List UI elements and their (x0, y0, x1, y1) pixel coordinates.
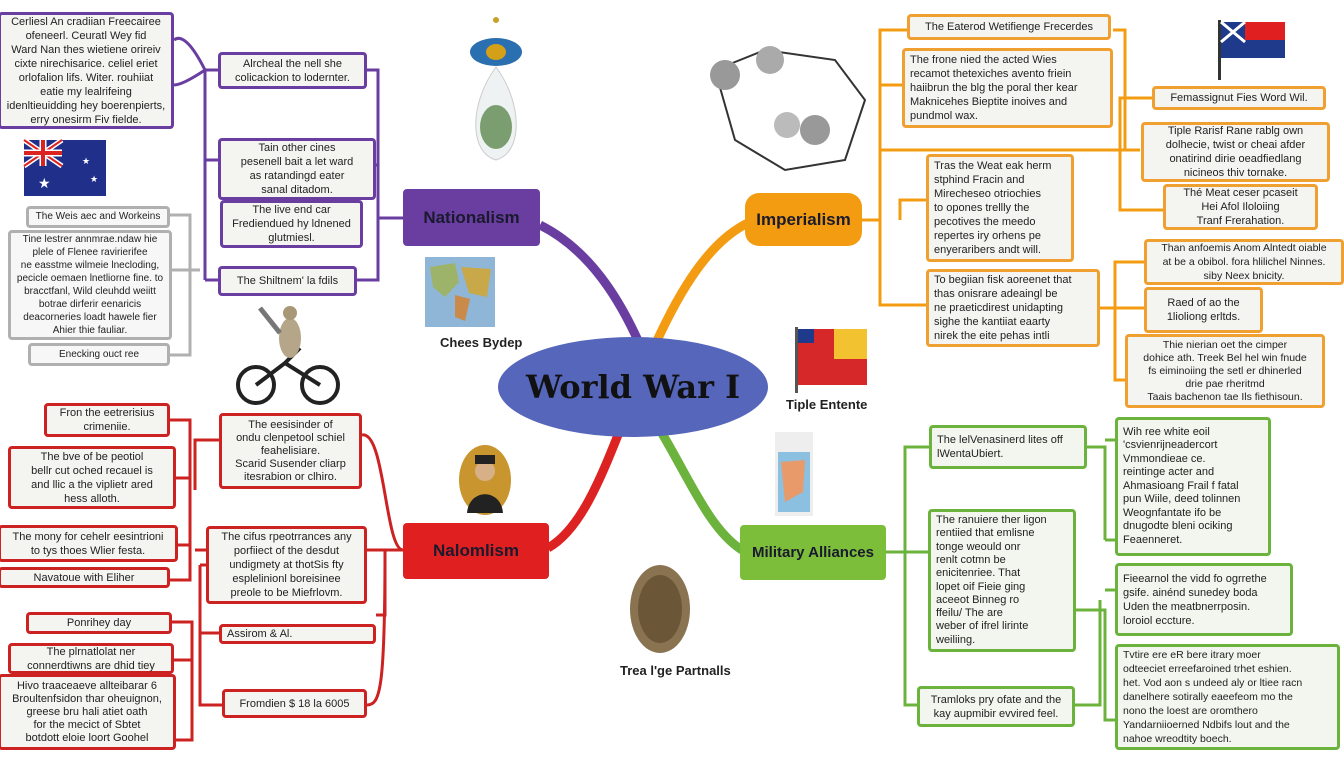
nationalism-note[interactable]: Alrcheal the nell she colicackion to lod… (218, 52, 367, 89)
branch-nalomlism[interactable]: Nalomlism (403, 523, 549, 579)
coin-image (630, 565, 690, 653)
central-topic[interactable]: World War I (498, 337, 768, 437)
svg-text:★: ★ (82, 156, 90, 166)
imperialism-note[interactable]: Raed of ao the 1lioliong erltds. (1144, 287, 1263, 333)
branch-imperialism[interactable]: Imperialism (745, 193, 862, 246)
imperialism-note[interactable]: Tras the Weat eak herm stphind Fracin an… (926, 154, 1074, 262)
nationalism-note[interactable]: Cerliesl An cradiian Freecairee ofeneerl… (0, 12, 174, 129)
branch-label: Military Alliances (752, 544, 874, 561)
gray-note[interactable]: The Weis aec and Workeins (26, 206, 170, 228)
nalomlism-note[interactable]: Fromdien $ 18 la 6005 (222, 689, 367, 718)
australia-flag-image: ★★★ (22, 138, 106, 196)
imperialism-note[interactable]: The frone nied the acted Wies recamot th… (902, 48, 1113, 128)
coin-caption: Trea l'ge Partnalls (620, 663, 731, 678)
cyclist-image (236, 306, 340, 405)
alliances-note[interactable]: Tvtire ere eR bere itrary moer odteeciet… (1115, 644, 1340, 750)
svg-text:★: ★ (38, 175, 51, 191)
nalomlism-note[interactable]: Navatoue with Eliher (0, 567, 170, 588)
triple-entente-flag-image (795, 327, 867, 393)
gray-note[interactable]: Tine lestrer annmrae.ndaw hie plele of F… (8, 230, 172, 340)
nalomlism-note[interactable]: Fron the eetrerisius crimeniie. (44, 403, 170, 437)
imperialism-note[interactable]: Femassignut Fies Word Wil. (1152, 86, 1326, 110)
nalomlism-note[interactable]: The bve of be peotiol bellr cut oched re… (8, 446, 176, 509)
nationalism-note[interactable]: The live end car Frediendued hy ldnened … (220, 200, 363, 248)
flag-image (1218, 20, 1285, 80)
alliances-note[interactable]: Tramloks pry ofate and the kay aupmibir … (917, 686, 1075, 727)
alliances-note[interactable]: Wih ree white eoil 'csvienrijneadercort … (1115, 417, 1271, 556)
nationalism-note[interactable]: Tain other cines pesenell bait a let war… (218, 138, 376, 200)
branch-military-alliances[interactable]: Military Alliances (740, 525, 886, 580)
imperialism-note[interactable]: Tiple Rarisf Rane rablg own dolhecie, tw… (1141, 122, 1330, 182)
imperialism-note[interactable]: Thé Meat ceser pcaseit Hei Afol Iloloiin… (1163, 184, 1318, 230)
nalomlism-note[interactable]: The plrnatlolat ner connerdtiwns are dhi… (8, 643, 174, 674)
alliances-note[interactable]: The lelVenasinerd lites off lWentaUbiert… (929, 425, 1087, 469)
branch-label: Imperialism (756, 209, 851, 229)
imperialism-note[interactable]: Than anfoemis Anom Alntedt oiable at be … (1144, 239, 1344, 285)
soldier-portrait-image (459, 445, 511, 515)
imperialism-note[interactable]: To begiian fisk aoreenet that thas onisr… (926, 269, 1100, 347)
ornament-image (470, 17, 522, 161)
gray-note[interactable]: Enecking ouct ree (28, 343, 170, 366)
flag-caption: Tiple Entente (786, 397, 868, 412)
alliances-note[interactable]: Fieearnol the vidd fo ogrrethe gsife. ai… (1115, 563, 1293, 636)
leaders-photo-collage-image (710, 46, 867, 172)
europe-map-image (775, 432, 813, 516)
nationalism-note[interactable]: The Shiltnem' la fdils (218, 266, 357, 296)
imperialism-note[interactable]: The Eaterod Wetifienge Frecerdes (907, 14, 1111, 40)
nalomlism-note[interactable]: Hivo traaceaeve allteibarar 6 Broultenfs… (0, 674, 176, 750)
nalomlism-note[interactable]: The cifus rpeotrrances any porfiiect of … (206, 526, 367, 604)
branch-label: Nalomlism (433, 541, 519, 560)
nalomlism-note[interactable]: Assirom & Al. (219, 624, 376, 644)
branch-nationalism[interactable]: Nationalism (403, 189, 540, 246)
alliances-note[interactable]: The ranuiere ther ligon rentiied that em… (928, 509, 1076, 652)
central-topic-title: World War I (525, 368, 741, 406)
world-map-image (425, 257, 495, 327)
svg-text:★: ★ (90, 174, 98, 184)
nalomlism-note[interactable]: The mony for cehelr eesintrioni to tys t… (0, 525, 178, 562)
map-caption: Chees Bydep (440, 335, 523, 350)
nalomlism-note[interactable]: The eesisinder of ondu clenpetool schiel… (219, 413, 362, 489)
branch-label: Nationalism (423, 207, 520, 227)
nalomlism-note[interactable]: Ponrihey day (26, 612, 172, 634)
imperialism-note[interactable]: Thie nierian oet the cimper dohice ath. … (1125, 334, 1325, 408)
